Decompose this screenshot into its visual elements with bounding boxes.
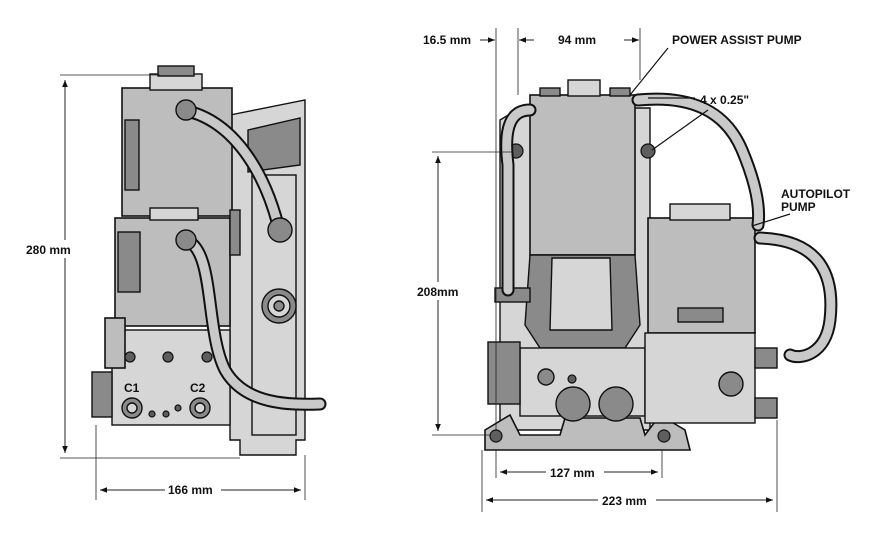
autopilot-label-line1: AUTOPILOT [781, 187, 851, 201]
offset-label: 16.5 mm [423, 33, 471, 47]
front-view: 16.5 mm 94 mm POWER ASSIST PUMP 4 x 0.25… [416, 28, 851, 512]
port-c1-label: C1 [124, 381, 140, 395]
front-height-label: 208mm [417, 285, 458, 299]
port-c2-label: C2 [190, 381, 206, 395]
power-assist-pump-label: POWER ASSIST PUMP [672, 33, 802, 47]
side-height-label: 280 mm [26, 243, 71, 257]
autopilot-label-line2: PUMP [781, 200, 816, 214]
bolt-size-label: 4 x 0.25" [700, 93, 749, 107]
side-width-label: 166 mm [168, 483, 213, 497]
base-width-label: 127 mm [550, 466, 595, 480]
top-width-label: 94 mm [558, 33, 596, 47]
overall-width-label: 223 mm [602, 494, 647, 508]
side-view: C1 C2 280 mm 166 mm [24, 65, 327, 500]
